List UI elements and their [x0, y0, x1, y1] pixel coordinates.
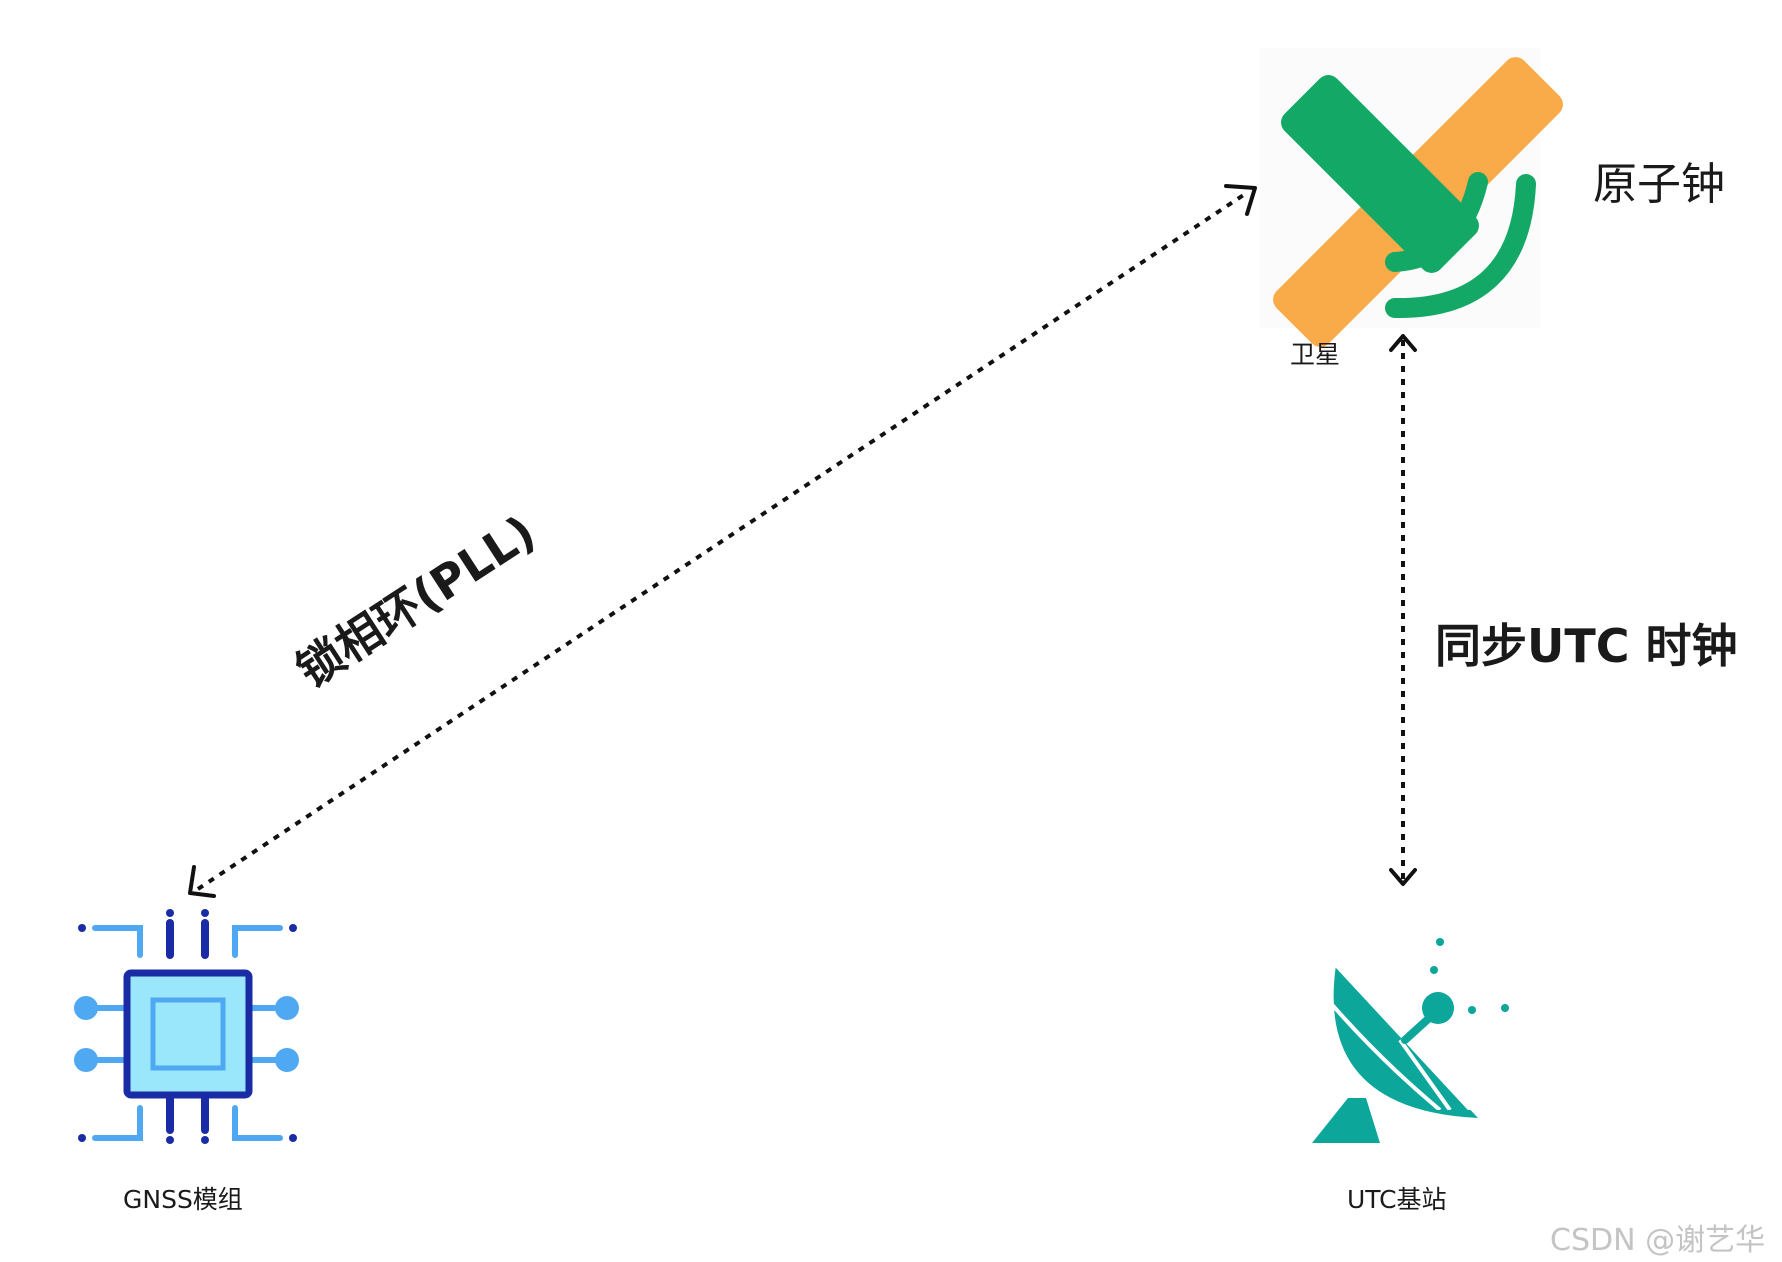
- sync-connector: [1389, 334, 1417, 886]
- utc-station-label: UTC基站: [1347, 1185, 1447, 1214]
- satellite-label: 卫星: [1290, 340, 1341, 369]
- pll-connector: [188, 184, 1257, 898]
- sync-utc-label: 同步UTC 时钟: [1435, 619, 1738, 673]
- satellite-dish-icon: [1312, 938, 1509, 1143]
- atomic-clock-label: 原子钟: [1593, 159, 1725, 210]
- chip-icon: [74, 909, 299, 1144]
- satellite-icon: [1260, 48, 1563, 347]
- watermark: CSDN @谢艺华: [1550, 1223, 1766, 1258]
- gnss-module-label: GNSS模组: [123, 1185, 243, 1214]
